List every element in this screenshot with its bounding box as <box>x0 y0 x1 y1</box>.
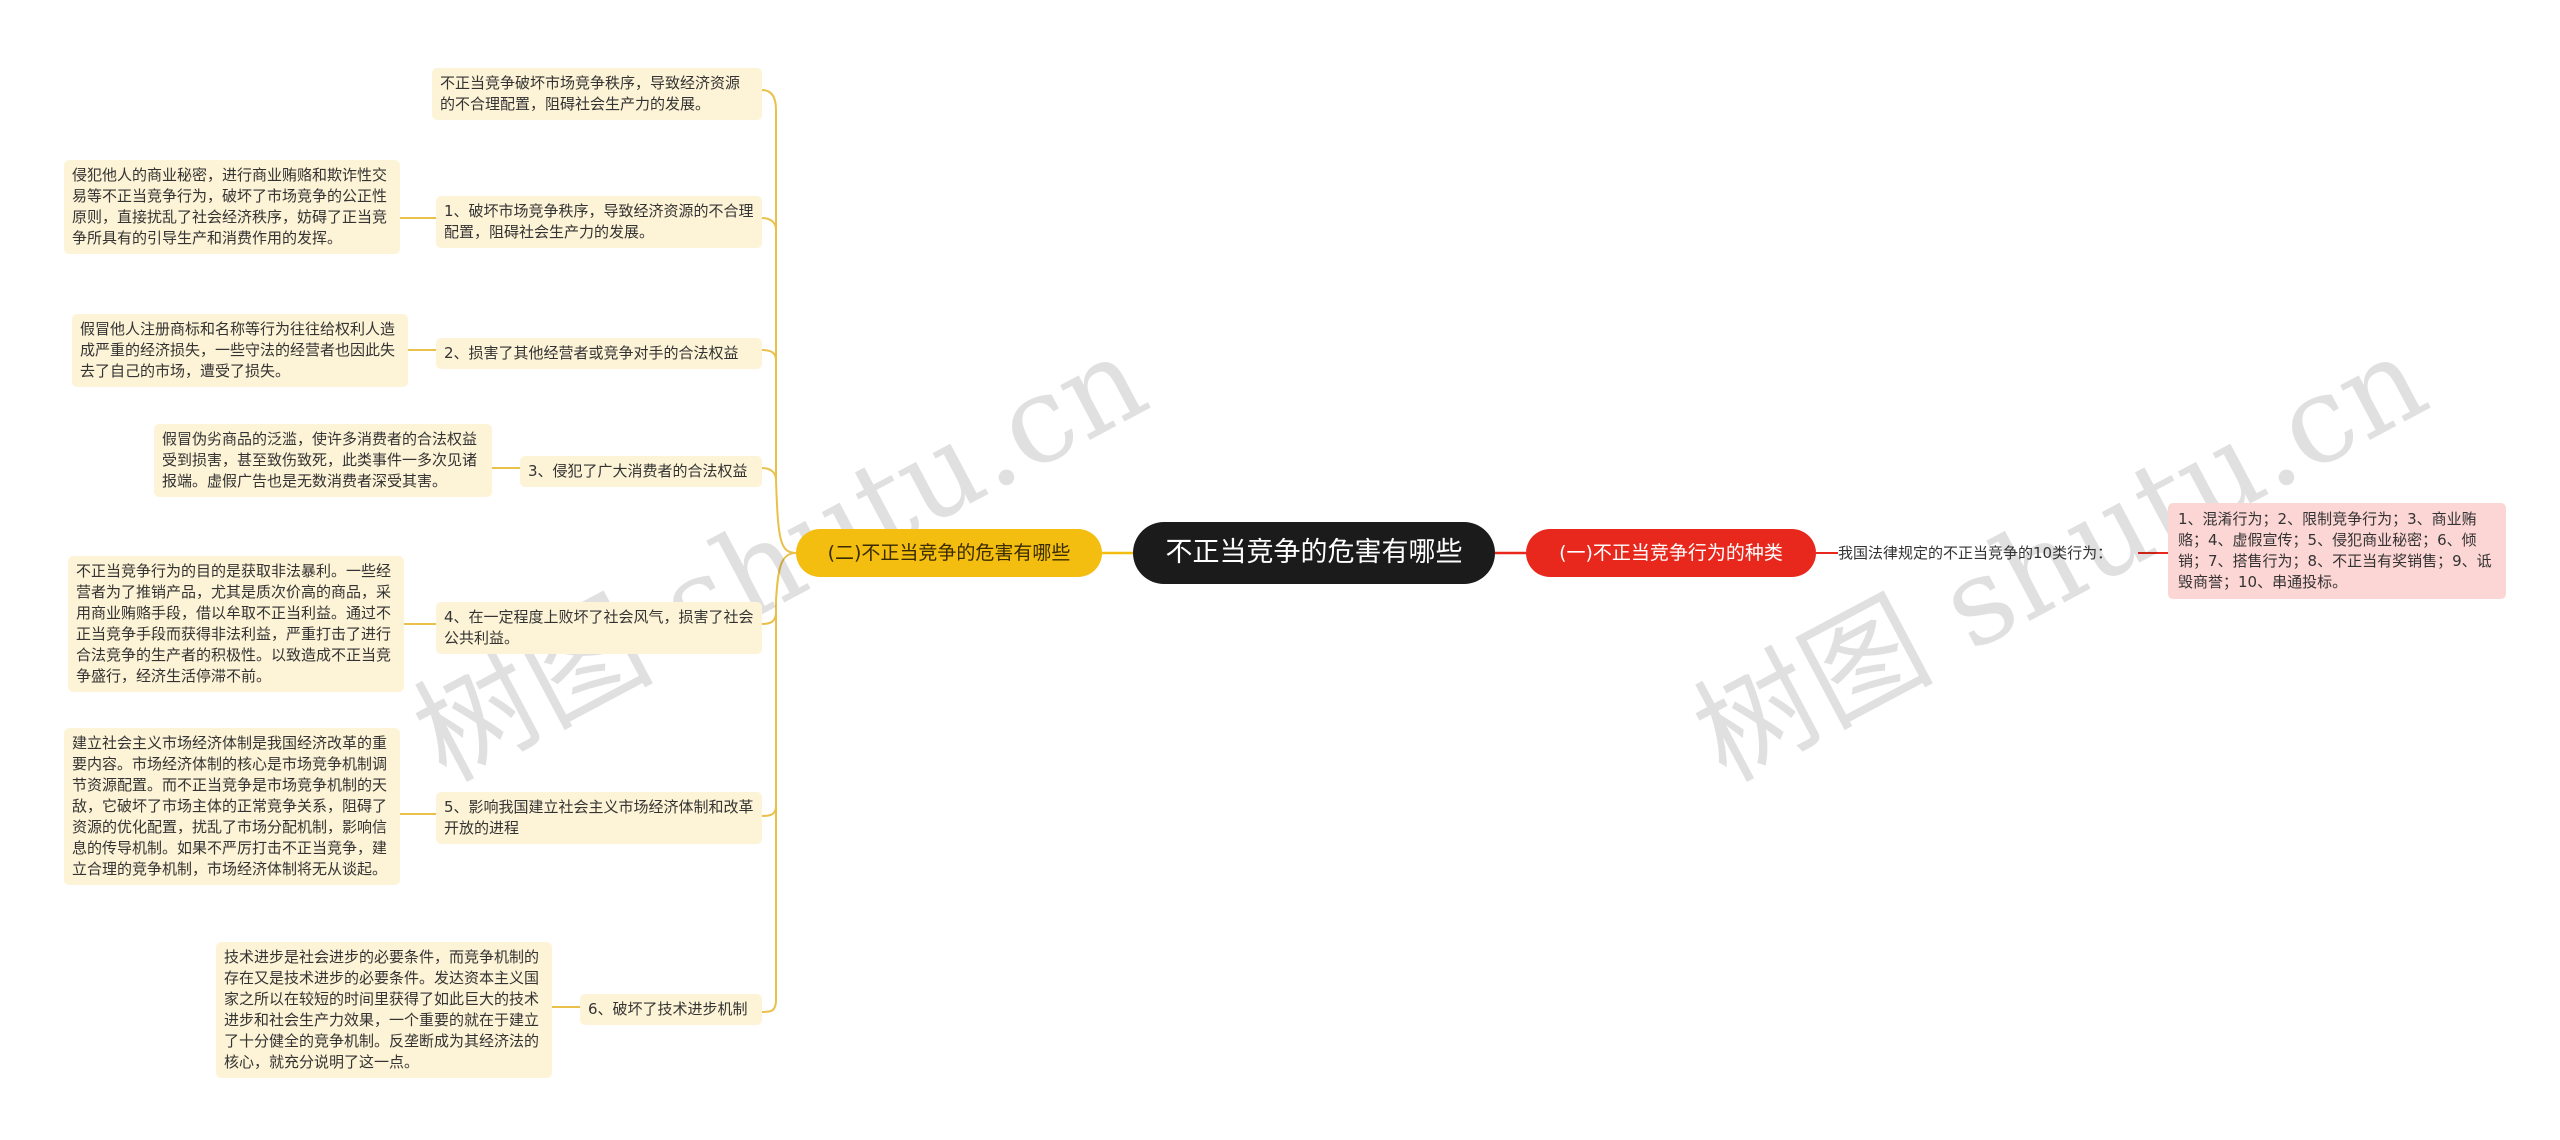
harm-1-label[interactable]: 1、破坏市场竞争秩序，导致经济资源的不合理配置，阻碍社会生产力的发展。 <box>436 196 762 248</box>
branch-types[interactable]: (一)不正当竞争行为的种类 <box>1526 529 1816 577</box>
harm-5-detail[interactable]: 建立社会主义市场经济体制是我国经济改革的重要内容。市场经济体制的核心是市场竞争机… <box>64 728 400 885</box>
types-label[interactable]: 我国法律规定的不正当竞争的10类行为： <box>1838 544 2113 562</box>
harm-2-detail[interactable]: 假冒他人注册商标和名称等行为往往给权利人造成严重的经济损失，一些守法的经营者也因… <box>72 314 408 387</box>
harm-3-label[interactable]: 3、侵犯了广大消费者的合法权益 <box>520 456 762 487</box>
harm-5-label[interactable]: 5、影响我国建立社会主义市场经济体制和改革开放的进程 <box>436 792 762 844</box>
root-node[interactable]: 不正当竞争的危害有哪些 <box>1133 522 1495 584</box>
types-detail[interactable]: 1、混淆行为；2、限制竞争行为；3、商业贿赂；4、虚假宣传；5、侵犯商业秘密；6… <box>2168 503 2506 599</box>
harm-summary[interactable]: 不正当竞争破坏市场竞争秩序，导致经济资源的不合理配置，阻碍社会生产力的发展。 <box>432 68 762 120</box>
harm-4-detail[interactable]: 不正当竞争行为的目的是获取非法暴利。一些经营者为了推销产品，尤其是质次价高的商品… <box>68 556 404 692</box>
harm-2-label[interactable]: 2、损害了其他经营者或竞争对手的合法权益 <box>436 338 762 369</box>
harm-1-detail[interactable]: 侵犯他人的商业秘密，进行商业贿赂和欺诈性交易等不正当竞争行为，破坏了市场竞争的公… <box>64 160 400 254</box>
harm-6-label[interactable]: 6、破坏了技术进步机制 <box>580 994 762 1025</box>
harm-3-detail[interactable]: 假冒伪劣商品的泛滥，使许多消费者的合法权益受到损害，甚至致伤致死，此类事件一多次… <box>154 424 492 497</box>
branch-harms[interactable]: (二)不正当竞争的危害有哪些 <box>796 529 1102 577</box>
harm-4-label[interactable]: 4、在一定程度上败坏了社会风气，损害了社会公共利益。 <box>436 602 762 654</box>
harm-6-detail[interactable]: 技术进步是社会进步的必要条件，而竞争机制的存在又是技术进步的必要条件。发达资本主… <box>216 942 552 1078</box>
